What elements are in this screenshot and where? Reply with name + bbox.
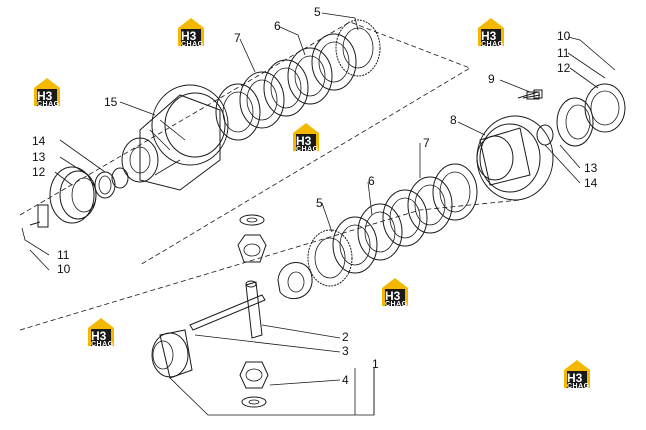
watermark-logo-6: H3 CHAG: [88, 318, 114, 348]
callout-11-right: 11: [557, 46, 570, 60]
right-bearing-assembly: [522, 83, 626, 147]
svg-text:H3: H3: [181, 29, 197, 43]
callout-11-left: 11: [57, 248, 70, 262]
callout-4: 4: [342, 373, 349, 387]
callout-14-right: 14: [584, 176, 598, 190]
upper-disc-stack: [215, 19, 381, 141]
dashed-envelope: [19, 21, 521, 331]
svg-text:CHAG: CHAG: [567, 383, 590, 390]
callout-8: 8: [450, 113, 457, 127]
leader-lines: [21, 12, 616, 416]
svg-text:H3: H3: [567, 371, 583, 385]
spider-gear-assembly: [151, 214, 313, 408]
callout-13-left: 13: [32, 150, 46, 164]
svg-text:H3: H3: [37, 89, 53, 103]
callout-6-upper: 6: [274, 19, 281, 33]
svg-text:H3: H3: [481, 29, 497, 43]
watermark-logo-5: H3 CHAG: [382, 278, 408, 308]
callout-2: 2: [342, 330, 349, 344]
callout-14-left: 14: [32, 134, 46, 148]
callout-12-right: 12: [557, 61, 571, 75]
svg-text:CHAG: CHAG: [91, 341, 114, 348]
callout-labels: 1 2 3 4 5 5 6 6 7 7 8 9 10 10 11 11 12 1…: [32, 5, 598, 387]
watermark-logo-4: H3 CHAG: [293, 123, 319, 153]
svg-text:CHAG: CHAG: [37, 101, 60, 108]
svg-text:H3: H3: [296, 134, 312, 148]
callout-10-left: 10: [57, 262, 71, 276]
callout-5-upper: 5: [314, 5, 321, 19]
callout-5-lower: 5: [316, 196, 323, 210]
left-bearing-assembly: [49, 166, 129, 224]
callout-1: 1: [372, 357, 379, 371]
watermark-logo-7: H3 CHAG: [564, 360, 590, 390]
callout-15: 15: [104, 95, 118, 109]
callout-10-right: 10: [557, 29, 571, 43]
watermark-logo-2: H3 CHAG: [478, 18, 504, 48]
svg-text:CHAG: CHAG: [181, 41, 204, 48]
callout-12-left: 12: [32, 165, 46, 179]
watermark-logo-3: H3 CHAG: [34, 78, 60, 108]
svg-text:CHAG: CHAG: [481, 41, 504, 48]
callout-3: 3: [342, 344, 349, 358]
callout-9: 9: [488, 72, 495, 86]
callout-7-upper: 7: [234, 31, 241, 45]
right-housing: [476, 115, 554, 201]
left-housing: [121, 84, 229, 191]
bolts: [29, 89, 543, 228]
svg-text:CHAG: CHAG: [385, 301, 408, 308]
callout-7-lower: 7: [423, 136, 430, 150]
callout-6-lower: 6: [368, 174, 375, 188]
callout-13-right: 13: [584, 161, 598, 175]
svg-text:H3: H3: [91, 329, 107, 343]
watermark-logo-1: H3 CHAG: [178, 18, 204, 48]
svg-text:H3: H3: [385, 289, 401, 303]
lower-disc-stack: [307, 163, 478, 287]
svg-text:CHAG: CHAG: [296, 146, 319, 153]
